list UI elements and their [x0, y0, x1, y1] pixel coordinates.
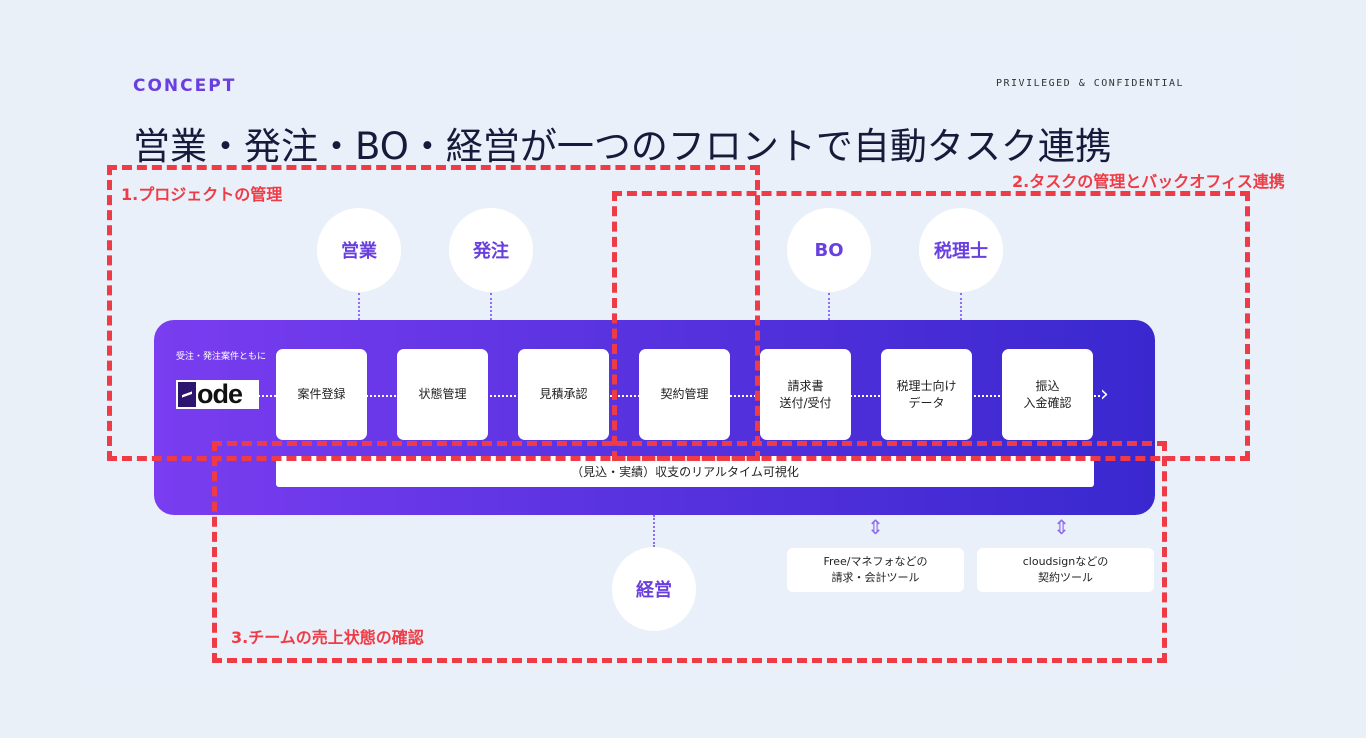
zone-label-task-bo: 2.タスクの管理とバックオフィス連携 — [1012, 172, 1285, 191]
visualization-bar: （見込・実績）収支のリアルタイム可視化 — [276, 456, 1094, 487]
confidential-label: PRIVILEGED & CONFIDENTIAL — [996, 78, 1185, 89]
section-label: CONCEPT — [133, 76, 237, 96]
connector-bo — [828, 293, 830, 320]
step-card: 振込 入金確認 — [1002, 349, 1093, 440]
step-card: 税理士向け データ — [881, 349, 972, 440]
double-arrow-icon: ⇕ — [1053, 515, 1070, 539]
logo-n-mark — [178, 382, 196, 407]
step-card: 状態管理 — [397, 349, 488, 440]
flow-arrow-icon: › — [1100, 382, 1109, 407]
logo-text: ode — [197, 379, 243, 409]
connector-order — [490, 293, 492, 320]
step-card: 請求書 送付/受付 — [760, 349, 851, 440]
zone-task-bo — [612, 191, 1250, 461]
step-card: 契約管理 — [639, 349, 730, 440]
node-logo: ode — [176, 380, 259, 409]
band-caption: 受注・発注案件ともに — [176, 352, 267, 362]
page-title: 営業・発注・BO・経営が一つのフロントで自動タスク連携 — [133, 125, 1112, 168]
step-card: 案件登録 — [276, 349, 367, 440]
circle-tax-accountant: 税理士 — [919, 208, 1003, 292]
tool-contract: cloudsignなどの 契約ツール — [977, 548, 1154, 592]
circle-bo: BO — [787, 208, 871, 292]
zone-project-management — [107, 165, 760, 461]
circle-sales: 営業 — [317, 208, 401, 292]
connector-sales — [358, 293, 360, 320]
zone-sales-status — [212, 441, 1167, 663]
step-card: 見積承認 — [518, 349, 609, 440]
circle-management: 経営 — [612, 547, 696, 631]
zone-label-sales: 3.チームの売上状態の確認 — [231, 628, 424, 647]
connector-tax — [960, 293, 962, 320]
tool-accounting: Free/マネフォなどの 請求・会計ツール — [787, 548, 964, 592]
double-arrow-icon: ⇕ — [867, 515, 884, 539]
circle-order: 発注 — [449, 208, 533, 292]
zone-label-project: 1.プロジェクトの管理 — [121, 185, 283, 204]
connector-management — [653, 515, 655, 547]
